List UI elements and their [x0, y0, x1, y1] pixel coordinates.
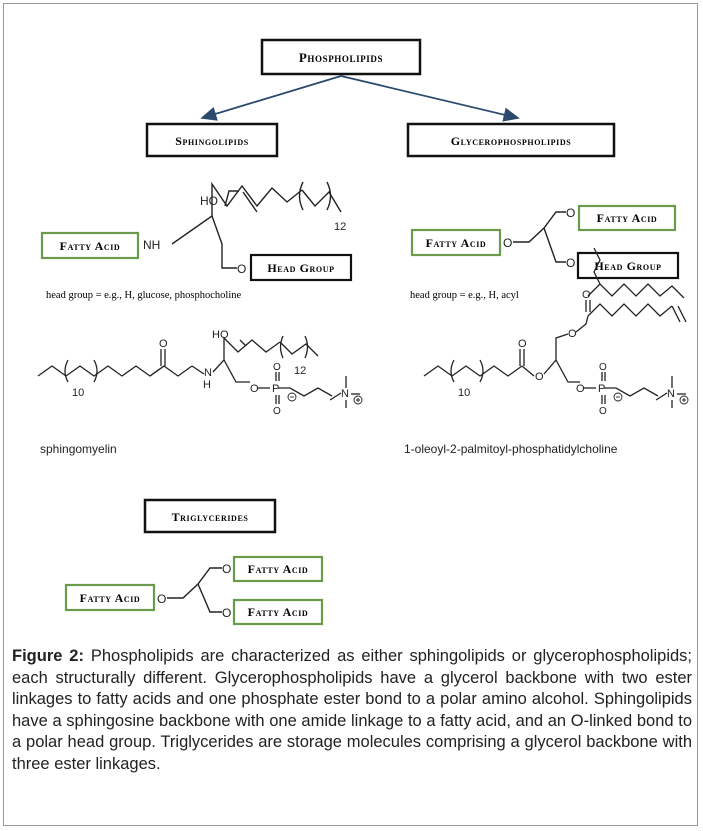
sphingomyelin-n: N [204, 367, 212, 379]
sphingo-head-group-box: Head Group [249, 253, 353, 282]
sphingo-head-group-note: head group = e.g., H, glucose, phosphoch… [46, 290, 242, 301]
sphingomyelin-o-ester: O [250, 383, 259, 395]
phospholipids-label: Phospholipids [299, 50, 383, 65]
sphingomyelin-bracket-12 [279, 335, 309, 359]
sphingomyelin-ho: HO [212, 329, 229, 341]
popc-o-ester2: O [535, 371, 544, 383]
popc-o-phosphate: O [576, 383, 585, 395]
tri-o-top: O [222, 562, 231, 576]
triglyceride-structure [167, 567, 222, 613]
sphingomyelin-structure [37, 336, 360, 408]
tri-o-bottom: O [222, 606, 231, 620]
glycerophospholipids-label: Glycerophospholipids [451, 134, 572, 148]
sphingomyelin-o-carbonyl: O [159, 338, 168, 350]
glycero-o-left: O [503, 236, 512, 250]
popc-o-ester1: O [568, 328, 577, 340]
glycero-head-group-box: Head Group [576, 251, 680, 280]
popc-o-carbonyl: O [518, 338, 527, 350]
caption-text: Phospholipids are characterized as eithe… [12, 647, 692, 773]
glycero-fatty-acid-box-left: Fatty Acid [410, 228, 502, 257]
popc-o-carbonyl-oleoyl: O [582, 289, 591, 301]
popc-o-bottom: O [599, 406, 607, 417]
phospholipids-box: Phospholipids [260, 38, 422, 76]
sphingomyelin-n-ammonium: N [341, 388, 349, 400]
sphingo-o-label: O [237, 262, 246, 276]
sphingolipids-box: Sphingolipids [145, 122, 279, 158]
sphingo-fatty-acid-box: Fatty Acid [40, 231, 140, 260]
glycero-o-top: O [566, 206, 575, 220]
tri-fatty-acid-top-label: Fatty Acid [248, 562, 309, 576]
glycero-fatty-acid-box-right: Fatty Acid [577, 204, 677, 232]
popc-charges [613, 392, 689, 405]
sphingomyelin-bracket-10 [64, 359, 98, 383]
sphingo-fatty-acid-label: Fatty Acid [60, 239, 121, 253]
sphingomyelin-h: H [203, 379, 211, 391]
triglycerides-box: Triglycerides [143, 498, 277, 534]
sphingo-12-label: 12 [334, 221, 346, 233]
sphingomyelin-12: 12 [294, 365, 306, 377]
sphingolipid-general-structure [171, 181, 342, 269]
triglycerides-label: Triglycerides [172, 510, 249, 524]
popc-o-top: O [599, 362, 607, 373]
sphingomyelin-charges [287, 392, 363, 405]
popc-bracket-10 [450, 359, 484, 383]
figure-frame [3, 3, 698, 826]
lipid-classification-diagram: Phospholipids Sphingolipids Glycerophosp… [37, 38, 689, 626]
glycero-head-group-label: Head Group [594, 259, 661, 273]
arrow-to-sphingolipids [200, 75, 342, 121]
tri-fatty-acid-left-label: Fatty Acid [80, 591, 141, 605]
sphingomyelin-o-top: O [273, 362, 281, 373]
tri-fatty-acid-box-bottom: Fatty Acid [232, 598, 324, 626]
glycero-fatty-acid-left-label: Fatty Acid [426, 236, 487, 250]
sphingomyelin-10: 10 [72, 387, 84, 399]
sphingomyelin-p: P [272, 383, 279, 395]
glycerophospholipids-box: Glycerophospholipids [406, 122, 616, 158]
popc-p: P [598, 383, 605, 395]
glycero-general-structure [513, 211, 566, 263]
tri-o-left: O [157, 592, 166, 606]
sphingo-ho-label: HO [200, 194, 218, 208]
sphingolipid-bracket-12 [298, 181, 332, 211]
figure-caption: Figure 2: Phospholipids are characterize… [12, 646, 692, 775]
caption-label: Figure 2: [12, 647, 84, 665]
sphingomyelin-o-bottom: O [273, 406, 281, 417]
sphingo-head-group-label: Head Group [267, 261, 334, 275]
tri-fatty-acid-box-left: Fatty Acid [64, 583, 156, 612]
tri-fatty-acid-box-top: Fatty Acid [232, 555, 324, 583]
glycero-o-bottom: O [566, 256, 575, 270]
popc-10: 10 [458, 387, 470, 399]
tri-fatty-acid-bottom-label: Fatty Acid [248, 605, 309, 619]
sphingolipids-label: Sphingolipids [175, 134, 249, 148]
glycero-head-group-note: head group = e.g., H, acyl [410, 290, 519, 301]
sphingo-nh-label: NH [143, 238, 160, 252]
popc-name: 1-oleoyl-2-palmitoyl-phosphatidylcholine [404, 442, 618, 456]
popc-structure [423, 247, 687, 408]
sphingomyelin-name: sphingomyelin [40, 442, 117, 456]
glycero-fatty-acid-right-label: Fatty Acid [597, 211, 658, 225]
arrow-to-glycerophospholipids [340, 75, 520, 122]
popc-n-ammonium: N [667, 388, 675, 400]
